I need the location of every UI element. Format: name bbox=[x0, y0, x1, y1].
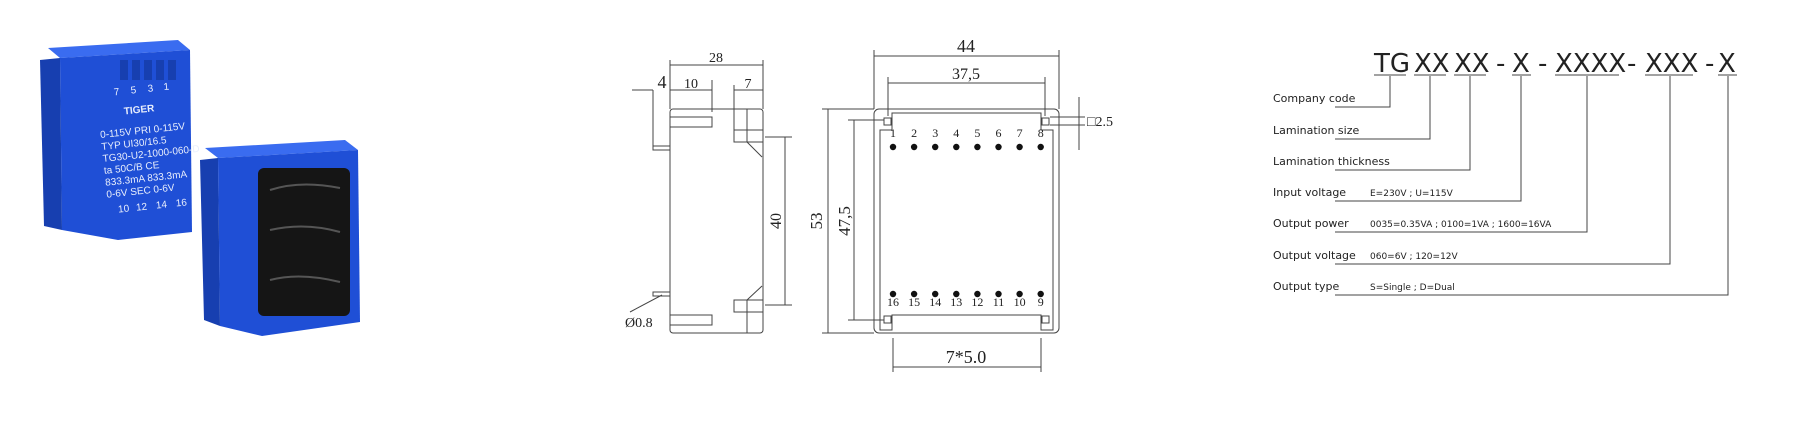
pin-hole bbox=[974, 143, 981, 151]
code-row-label: Lamination thickness bbox=[1273, 155, 1390, 168]
dim-pin-span: 37,5 bbox=[952, 66, 980, 83]
pin-label: 16 bbox=[887, 295, 899, 309]
pin-label: 12 bbox=[971, 295, 983, 309]
pin-label: 15 bbox=[908, 295, 920, 309]
pin-label: 14 bbox=[929, 295, 941, 309]
code-segment: - bbox=[1627, 49, 1636, 79]
code-segment: - bbox=[1538, 49, 1547, 79]
code-row-label: Output voltage bbox=[1273, 249, 1356, 262]
pin-hole bbox=[1016, 143, 1023, 151]
code-leader-line bbox=[1335, 76, 1471, 171]
code-row-label: Input voltage bbox=[1273, 186, 1346, 199]
dim-pin-pitch: 7*5.0 bbox=[946, 347, 987, 367]
dim-depth-total: 28 bbox=[709, 51, 723, 66]
label-top-pin: 1 bbox=[163, 82, 170, 94]
code-segment: X bbox=[1512, 49, 1530, 79]
code-leader-line bbox=[1335, 76, 1522, 202]
code-row-desc: E=230V ; U=115V bbox=[1370, 189, 1454, 199]
pin-label: 7 bbox=[1017, 126, 1023, 140]
dim-pin-length: 10 bbox=[684, 77, 698, 92]
pin-label: 3 bbox=[932, 126, 938, 140]
code-segment: XXX bbox=[1645, 49, 1698, 79]
transformer-photo-front: 7 5 3 1 TIGER 0-115V PRI 0-115V TYP UI30… bbox=[40, 40, 200, 240]
dim-height: 53 bbox=[807, 213, 826, 230]
dim-square-pin: □2.5 bbox=[1087, 115, 1113, 130]
dim-inner-height: 47,5 bbox=[835, 206, 854, 236]
pin-hole bbox=[995, 290, 1002, 298]
pin-hole bbox=[953, 143, 960, 151]
pin-label: 4 bbox=[953, 126, 959, 140]
code-segment: X bbox=[1718, 49, 1736, 79]
pin-label: 8 bbox=[1038, 126, 1044, 140]
code-leader-line bbox=[1335, 76, 1671, 265]
code-segment: TG bbox=[1373, 49, 1410, 79]
pin-hole bbox=[974, 290, 981, 298]
transformer-photo-side bbox=[200, 140, 360, 336]
code-segment: - bbox=[1705, 49, 1714, 79]
brand-logo: TIGER bbox=[123, 103, 155, 117]
code-leader-line bbox=[1335, 76, 1431, 140]
pin-hole bbox=[1037, 290, 1044, 298]
label-bottom-pin: 16 bbox=[175, 197, 188, 209]
code-segment: XXXX bbox=[1555, 49, 1626, 79]
pin-hole bbox=[910, 290, 918, 298]
code-row-label: Output power bbox=[1273, 217, 1349, 230]
pin-hole bbox=[995, 143, 1002, 151]
label-bottom-pin: 12 bbox=[135, 202, 148, 214]
pin-hole bbox=[932, 143, 939, 151]
dim-foot-width: 7 bbox=[745, 77, 752, 92]
code-row-desc: S=Single ; D=Dual bbox=[1370, 283, 1455, 293]
label-top-pin: 5 bbox=[130, 85, 137, 97]
code-row-label: Output type bbox=[1273, 280, 1340, 293]
pin-label: 11 bbox=[993, 295, 1005, 309]
pin-hole bbox=[889, 143, 897, 151]
pin-label: 5 bbox=[974, 126, 980, 140]
dim-foot-spacing: 40 bbox=[768, 213, 785, 229]
label-bottom-pin: 10 bbox=[118, 203, 131, 215]
code-segment: XX bbox=[1414, 49, 1450, 79]
dim-pin-diameter: Ø0.8 bbox=[625, 316, 653, 331]
label-top-pin: 7 bbox=[113, 87, 120, 99]
code-segment: - bbox=[1496, 49, 1505, 79]
dim-pin-offset: 4 bbox=[658, 72, 667, 92]
pin-hole bbox=[889, 290, 897, 298]
pin-label: 1 bbox=[890, 126, 896, 140]
code-row-desc: 0035=0.35VA ; 0100=1VA ; 1600=16VA bbox=[1370, 220, 1552, 230]
pin-hole bbox=[953, 290, 960, 298]
pin-hole bbox=[1016, 290, 1023, 298]
side-view-drawing: 28 4 10 7 40 Ø0.8 bbox=[625, 51, 792, 334]
pin-hole bbox=[932, 290, 939, 298]
front-view-drawing: 44 37,5 53 47,5 □2.5 7*5.0 1162153144135… bbox=[807, 36, 1113, 372]
pin-hole bbox=[910, 143, 918, 151]
label-top-pin: 3 bbox=[147, 83, 154, 95]
pin-label: 13 bbox=[950, 295, 962, 309]
dim-width: 44 bbox=[957, 36, 975, 56]
code-row-label: Company code bbox=[1273, 92, 1356, 105]
pin-label: 9 bbox=[1038, 295, 1044, 309]
pin-label: 6 bbox=[996, 126, 1002, 140]
code-leader-line bbox=[1335, 76, 1588, 233]
pin-hole bbox=[1037, 143, 1044, 151]
code-segment: XX bbox=[1454, 49, 1490, 79]
label-bottom-pin: 14 bbox=[155, 199, 168, 211]
pin-label: 10 bbox=[1014, 295, 1026, 309]
pin-label: 2 bbox=[911, 126, 917, 140]
code-leader-line bbox=[1335, 76, 1729, 296]
code-row-desc: 060=6V ; 120=12V bbox=[1370, 252, 1459, 262]
code-leader-line bbox=[1335, 76, 1391, 108]
code-row-label: Lamination size bbox=[1273, 124, 1359, 137]
